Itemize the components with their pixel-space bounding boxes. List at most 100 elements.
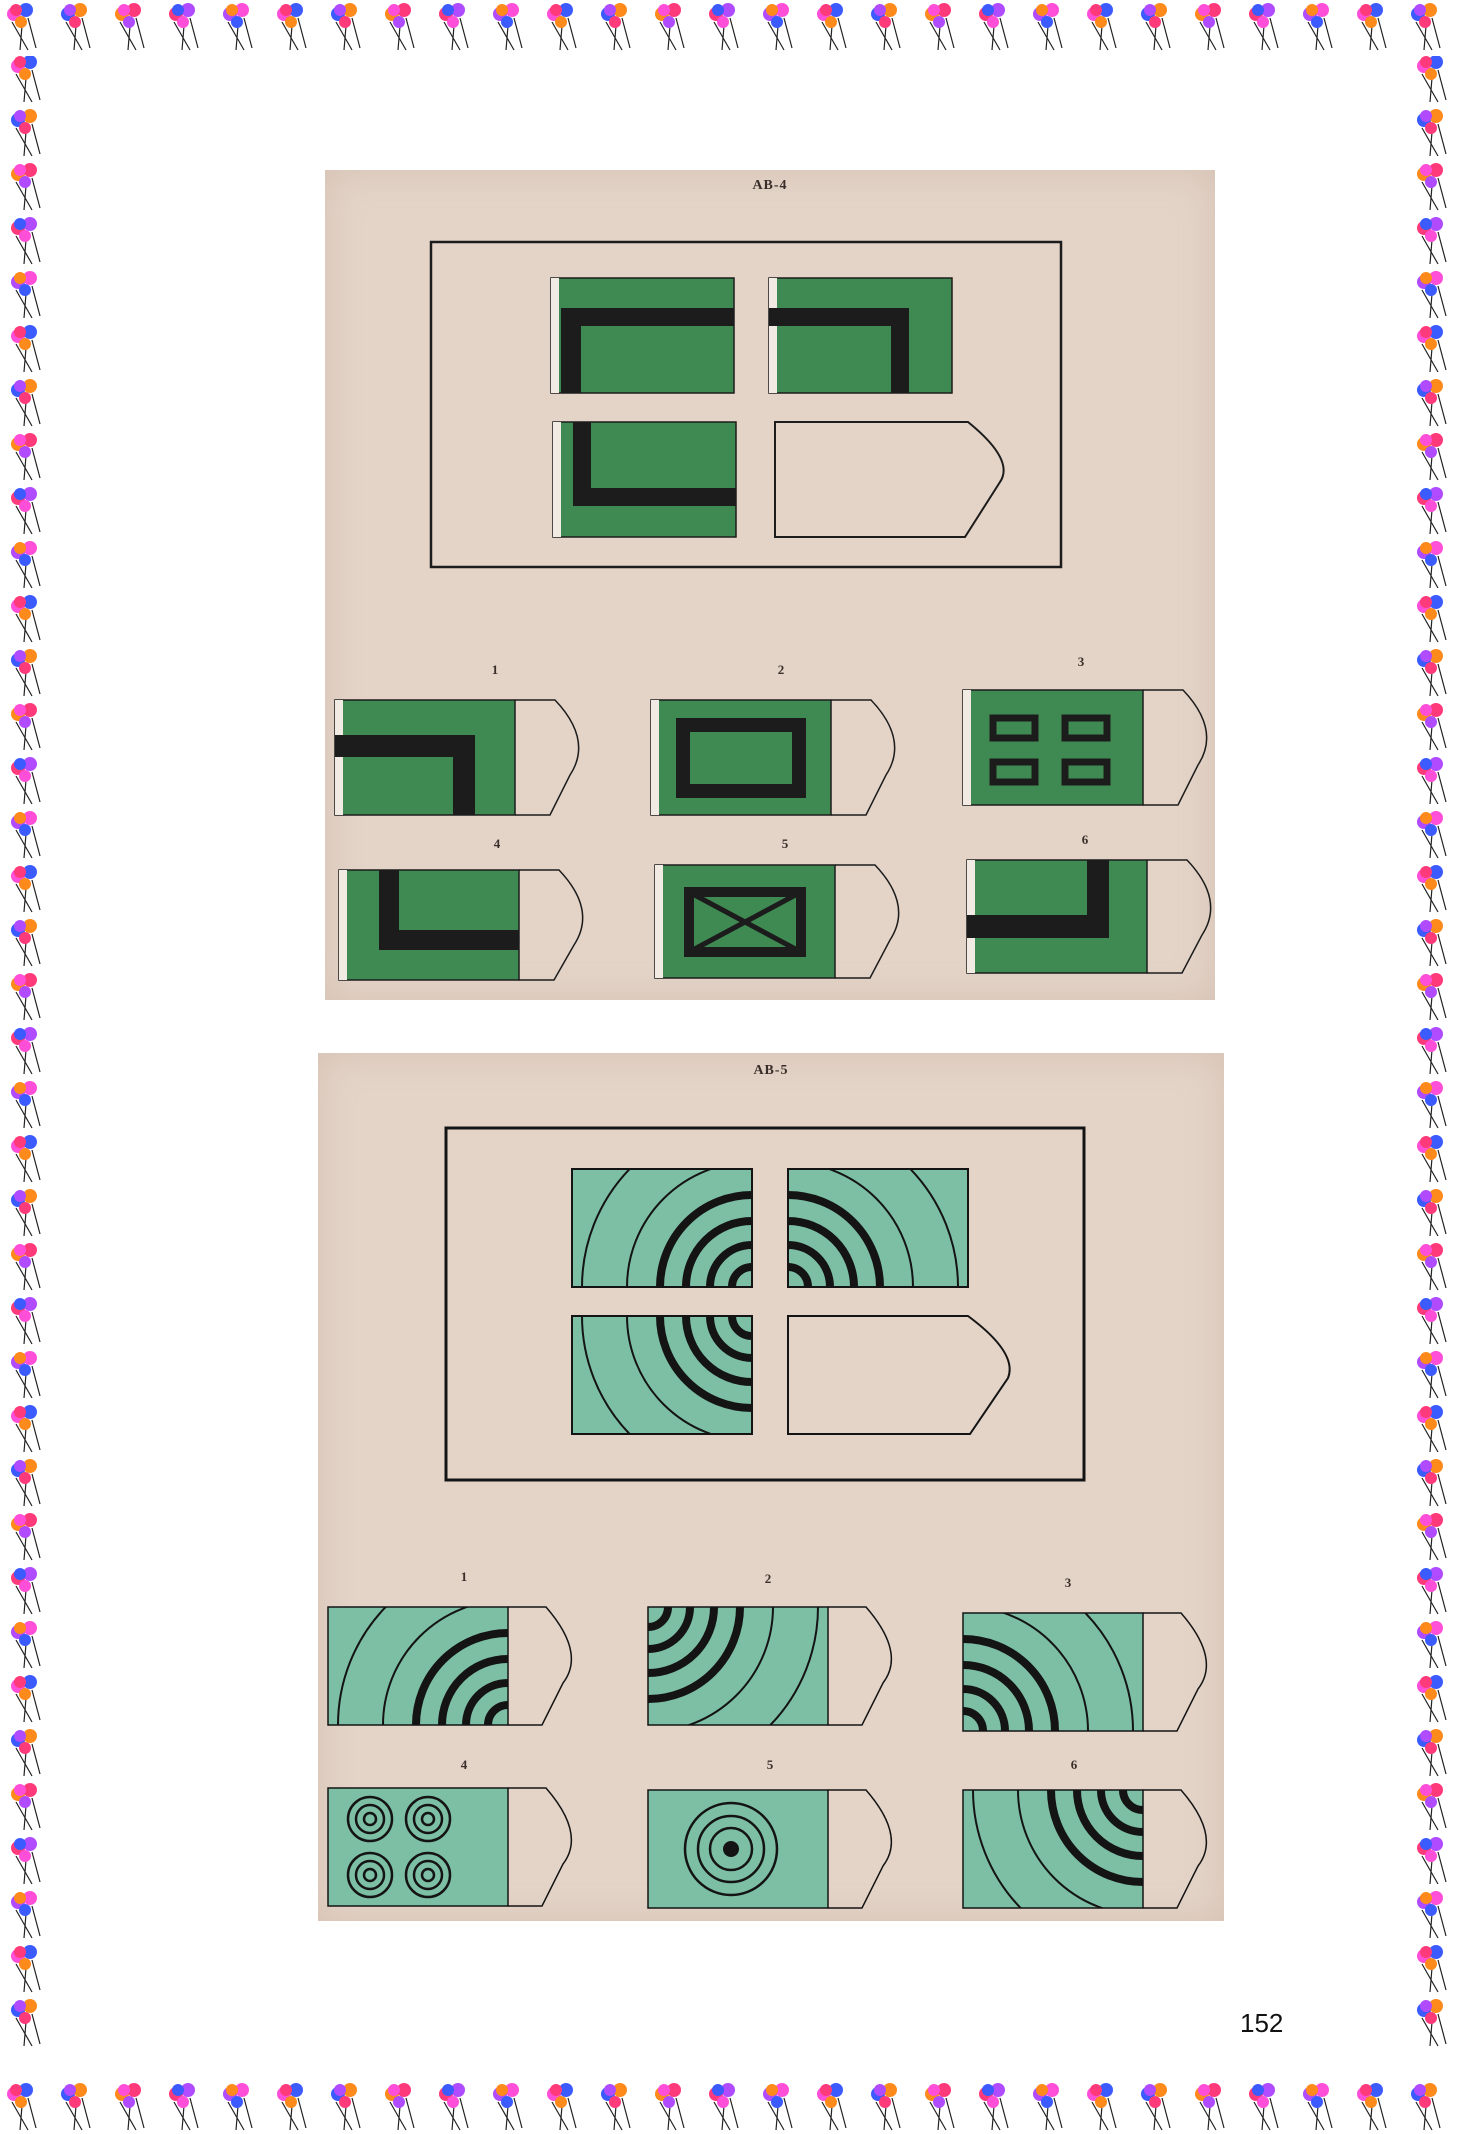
- balloon-icon: [1195, 3, 1224, 50]
- balloon-icon: [1417, 541, 1446, 588]
- balloon-icon: [1195, 2083, 1224, 2130]
- balloon-icon: [817, 2083, 846, 2130]
- balloon-icon: [385, 3, 414, 50]
- balloon-icon: [763, 2083, 792, 2130]
- balloon-icon: [1417, 1405, 1446, 1452]
- balloon-icon: [11, 1135, 40, 1182]
- balloon-icon: [979, 3, 1008, 50]
- balloon-icon: [11, 757, 40, 804]
- option-3: [963, 690, 1207, 805]
- balloon-icon: [11, 1405, 40, 1452]
- balloon-icon: [1417, 1999, 1446, 2046]
- balloon-icon: [11, 541, 40, 588]
- balloon-icon: [11, 1891, 40, 1938]
- balloon-icon: [1417, 919, 1446, 966]
- balloon-icon: [11, 973, 40, 1020]
- balloon-icon: [169, 2083, 198, 2130]
- page-number: 152: [1240, 2008, 1320, 2039]
- balloon-icon: [11, 217, 40, 264]
- balloon-icon: [1417, 1135, 1446, 1182]
- balloon-icon: [439, 3, 468, 50]
- balloon-icon: [1417, 1513, 1446, 1560]
- balloon-border-top: [0, 0, 1466, 56]
- balloon-icon: [1087, 2083, 1116, 2130]
- matrix-tile-1: [551, 278, 734, 393]
- balloon-icon: [11, 1189, 40, 1236]
- balloon-icon: [11, 163, 40, 210]
- option-number-4: 4: [444, 1757, 484, 1773]
- balloon-icon: [1357, 2083, 1386, 2130]
- balloon-icon: [979, 2083, 1008, 2130]
- balloon-icon: [1417, 1567, 1446, 1614]
- balloon-border-left: [0, 56, 60, 2080]
- balloon-icon: [385, 2083, 414, 2130]
- balloon-icon: [11, 595, 40, 642]
- balloon-icon: [601, 2083, 630, 2130]
- balloon-icon: [1417, 1675, 1446, 1722]
- balloon-icon: [817, 3, 846, 50]
- balloon-icon: [709, 3, 738, 50]
- balloon-icon: [223, 2083, 252, 2130]
- option-6: [967, 860, 1211, 973]
- balloon-icon: [11, 1729, 40, 1776]
- matrix-frame: [431, 242, 1061, 567]
- balloon-icon: [493, 2083, 522, 2130]
- balloon-icon: [925, 3, 954, 50]
- balloon-icon: [1033, 2083, 1062, 2130]
- option-number-4: 4: [477, 836, 517, 852]
- balloon-icon: [1417, 1243, 1446, 1290]
- balloon-icon: [11, 811, 40, 858]
- balloon-icon: [11, 1513, 40, 1560]
- balloon-icon: [115, 3, 144, 50]
- balloon-icon: [1249, 2083, 1278, 2130]
- option-5: [648, 1790, 891, 1908]
- missing-tile-outline: [788, 1316, 1010, 1434]
- balloon-icon: [223, 3, 252, 50]
- balloon-icon: [1417, 487, 1446, 534]
- option-number-6: 6: [1065, 832, 1105, 848]
- balloon-icon: [1141, 3, 1170, 50]
- balloon-icon: [1417, 865, 1446, 912]
- balloon-icon: [11, 1783, 40, 1830]
- balloon-icon: [11, 1999, 40, 2046]
- balloon-icon: [1411, 2083, 1440, 2130]
- balloon-icon: [1417, 1783, 1446, 1830]
- balloon-icon: [11, 1621, 40, 1668]
- balloon-icon: [1417, 595, 1446, 642]
- balloon-icon: [7, 3, 36, 50]
- matrix-frame: [446, 1128, 1084, 1480]
- balloon-icon: [1417, 649, 1446, 696]
- balloon-icon: [11, 703, 40, 750]
- balloon-icon: [7, 2083, 36, 2130]
- option-number-5: 5: [750, 1757, 790, 1773]
- puzzle-plate-ab5: AB-5: [318, 1053, 1224, 1921]
- option-1: [335, 700, 579, 815]
- ab4-figure: [325, 170, 1215, 1000]
- balloon-icon: [1417, 1621, 1446, 1668]
- balloon-icon: [277, 3, 306, 50]
- balloon-icon: [1249, 3, 1278, 50]
- puzzle-plate-ab4: AB-4: [325, 170, 1215, 1000]
- balloon-icon: [709, 2083, 738, 2130]
- option-number-1: 1: [444, 1569, 484, 1585]
- balloon-icon: [11, 1459, 40, 1506]
- balloon-icon: [925, 2083, 954, 2130]
- balloon-icon: [1087, 3, 1116, 50]
- balloon-icon: [11, 1945, 40, 1992]
- balloon-icon: [1411, 3, 1440, 50]
- balloon-icon: [601, 3, 630, 50]
- option-number-5: 5: [765, 836, 805, 852]
- balloon-icon: [11, 1081, 40, 1128]
- balloon-icon: [547, 2083, 576, 2130]
- balloon-icon: [1417, 56, 1446, 102]
- balloon-icon: [1417, 379, 1446, 426]
- option-number-3: 3: [1048, 1575, 1088, 1591]
- balloon-icon: [11, 56, 40, 102]
- balloon-icon: [655, 2083, 684, 2130]
- balloon-icon: [1417, 973, 1446, 1020]
- balloon-icon: [11, 271, 40, 318]
- balloon-icon: [1417, 811, 1446, 858]
- balloon-icon: [1417, 163, 1446, 210]
- balloon-icon: [115, 2083, 144, 2130]
- balloon-icon: [1417, 757, 1446, 804]
